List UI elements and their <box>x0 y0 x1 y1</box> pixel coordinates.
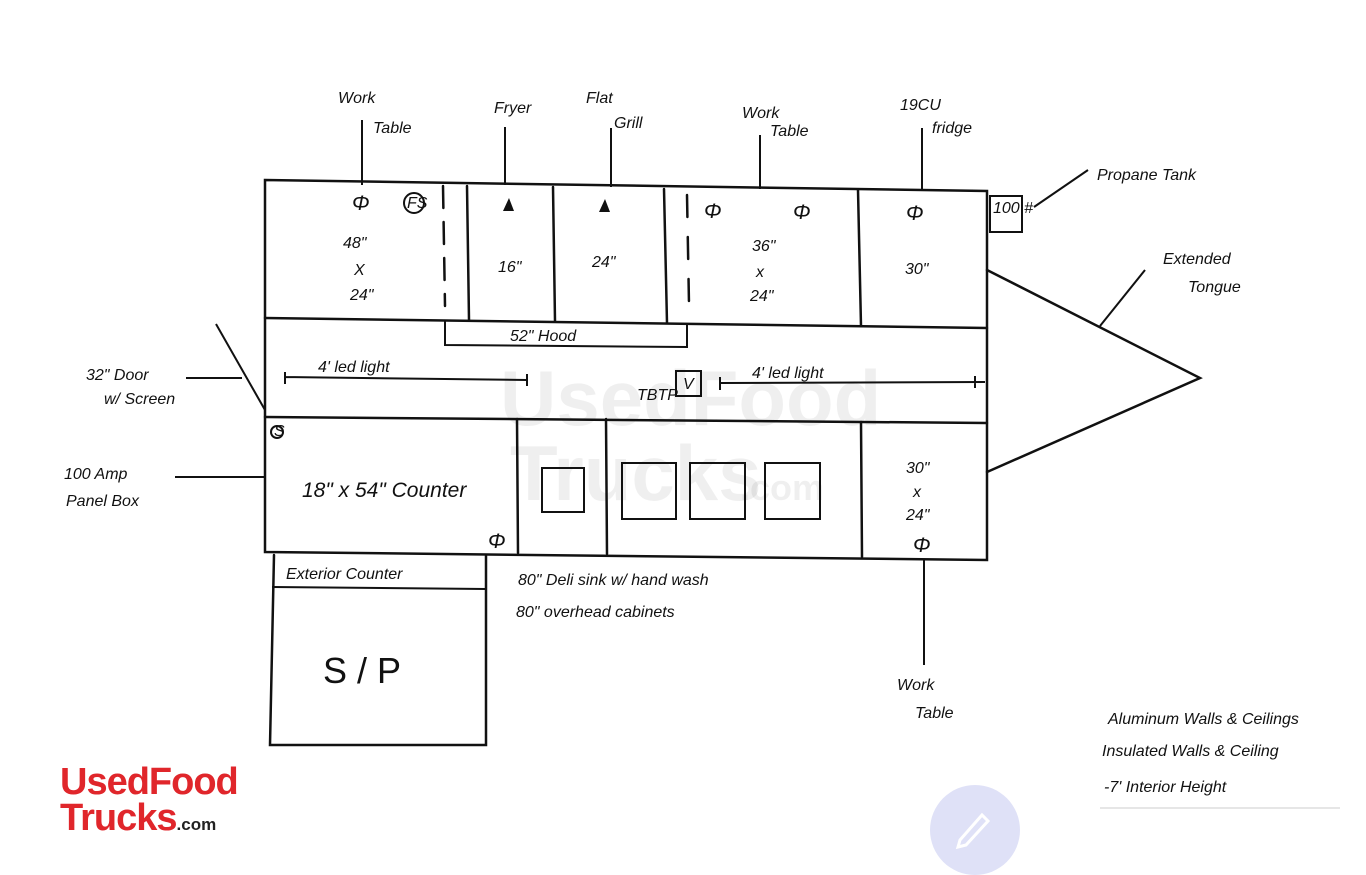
watermark-suffix: .com <box>740 467 824 508</box>
label-tongue: Extended <box>1163 251 1232 268</box>
dim: X <box>353 262 366 279</box>
notes: 80" Deli sink w/ hand wash 80" overhead … <box>516 572 1340 809</box>
outlet-icon: Φ <box>906 202 924 225</box>
gas-burner-icon <box>599 199 610 212</box>
label-work-table-3: Work <box>897 677 935 694</box>
watermark-line2: Trucks <box>510 429 761 517</box>
symbols: Φ FS Φ Φ Φ Φ Φ S <box>270 192 931 557</box>
fire-suppression-label: FS <box>407 195 428 212</box>
vent-label: V <box>683 376 695 393</box>
label-panel-box-b: Panel Box <box>66 493 140 510</box>
cabinets-note: 80" overhead cabinets <box>516 604 675 621</box>
label-work-table-2b: Table <box>770 123 809 140</box>
outlet-icon: Φ <box>704 200 722 223</box>
dim: 36" <box>752 238 777 255</box>
label-work-table-1: Work <box>338 90 376 107</box>
edit-button[interactable] <box>930 785 1020 875</box>
label-flat-grill: Flat <box>586 90 613 107</box>
outlet-icon: Φ <box>913 534 931 557</box>
outlet-icon: Φ <box>488 530 506 553</box>
counter-label: 18" x 54" Counter <box>302 479 467 502</box>
cell-labels: 48" X 24" 16" 24" 36" x 24" 30" 52" Hood… <box>286 235 931 691</box>
propane-size: 100 # <box>993 200 1034 217</box>
sink-basin <box>689 462 746 520</box>
outlet-icon: Φ <box>352 192 370 215</box>
watermark: UsedFood Trucks .com <box>500 354 881 517</box>
dim: 24" <box>749 288 775 305</box>
panel-marker-label: S <box>274 423 285 440</box>
label-fridge: 19CU <box>900 97 941 114</box>
vent-box <box>675 370 702 397</box>
label-fridge-b: fridge <box>932 120 972 137</box>
spec-note: -7' Interior Height <box>1104 779 1227 796</box>
panel-marker-icon <box>270 425 284 439</box>
sp-label: S / P <box>323 650 401 691</box>
label-door-b: w/ Screen <box>104 391 175 408</box>
logo-line2: Trucks <box>60 797 178 839</box>
vent-note: TBTP <box>637 387 678 404</box>
logo-suffix: .com <box>176 815 217 834</box>
sink-basin <box>764 462 821 520</box>
label-fryer: Fryer <box>494 100 532 117</box>
watermark-line1: UsedFood <box>500 354 881 442</box>
dim: x <box>912 484 922 501</box>
label-work-table-1b: Table <box>373 120 412 137</box>
sink-basin <box>621 462 677 520</box>
led-light-1 <box>284 372 528 386</box>
spec-note: Insulated Walls & Ceiling <box>1102 743 1279 760</box>
label-flat-grill-b: Grill <box>614 115 643 132</box>
dim: 16" <box>498 259 523 276</box>
pen-icon <box>955 812 991 850</box>
propane-box <box>989 195 1023 233</box>
dim: 30" <box>906 460 931 477</box>
hood-label: 52" Hood <box>510 328 577 345</box>
logo-line1: UsedFood <box>60 761 239 803</box>
label-panel-box: 100 Amp <box>64 466 128 483</box>
label-work-table-3b: Table <box>915 705 954 722</box>
spec-note: Aluminum Walls & Ceilings <box>1107 711 1299 728</box>
dim: x <box>755 264 765 281</box>
dim: 24" <box>905 507 931 524</box>
dim: 30" <box>905 261 930 278</box>
label-work-table-2: Work <box>742 105 780 122</box>
label-tongue-b: Tongue <box>1188 279 1241 296</box>
sink-note: 80" Deli sink w/ hand wash <box>518 572 709 589</box>
gas-burner-icon <box>503 198 514 211</box>
trailer-outline <box>263 178 1203 747</box>
dim: 24" <box>591 254 617 271</box>
label-door: 32" Door <box>86 367 149 384</box>
led-light-label: 4' led light <box>318 359 390 376</box>
fire-suppression-icon <box>403 192 425 214</box>
led-light-label: 4' led light <box>752 365 824 382</box>
dim: 48" <box>343 235 368 252</box>
exterior-counter-label: Exterior Counter <box>286 566 403 583</box>
brand-logo: UsedFood Trucks.com <box>60 761 239 843</box>
sink-basin <box>541 467 585 513</box>
dim: 24" <box>349 287 375 304</box>
led-light-2 <box>719 376 986 390</box>
outlet-icon: Φ <box>793 201 811 224</box>
top-labels: Work Table Fryer Flat Grill Work Table 1… <box>64 90 1241 722</box>
leader-lines <box>175 120 1146 665</box>
label-propane-tank: Propane Tank <box>1097 167 1197 184</box>
